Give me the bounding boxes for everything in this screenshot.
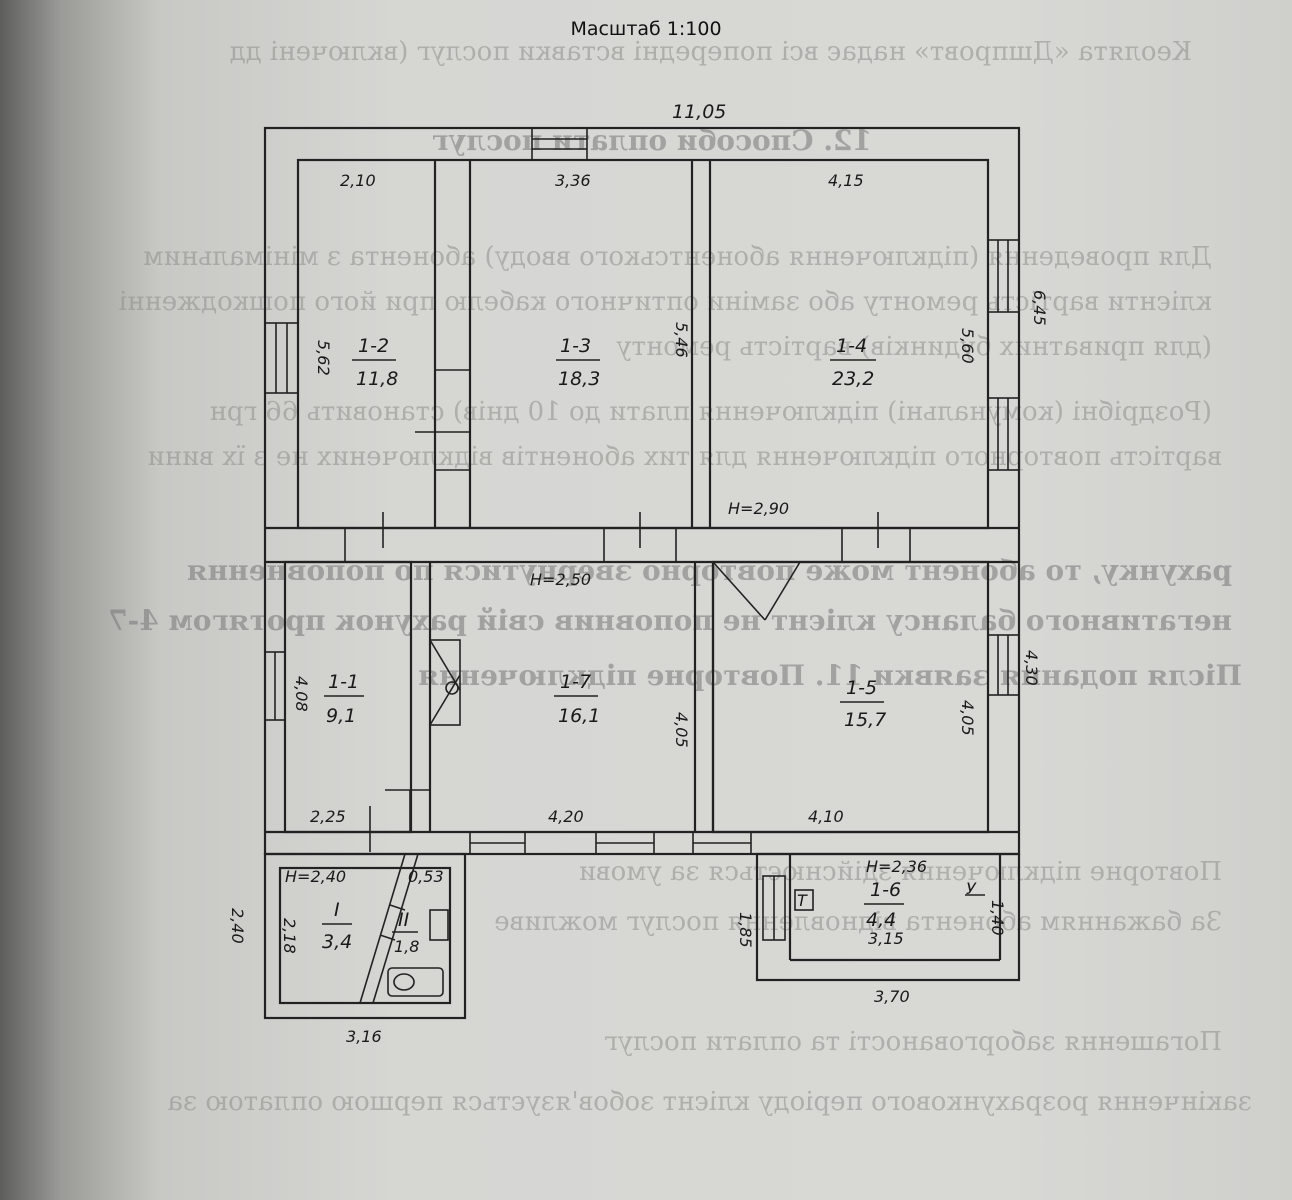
room-area: 1,8 — [394, 937, 419, 956]
room-id: 1-6 — [870, 879, 901, 901]
room-area: 11,8 — [356, 368, 398, 390]
bleed-line: клієнти вартість ремонту або заміни опти… — [119, 287, 1212, 317]
dim-height-annex-right: H=2,36 — [866, 857, 927, 876]
room-area: 15,7 — [844, 709, 886, 731]
bleed-line: Після подання заявки 11. Повторне підклю… — [418, 659, 1242, 692]
bleed-line: (для приватних будинків) вартість ремонт… — [616, 332, 1212, 362]
bleed-line: Для проведення (підключення абонентськог… — [143, 242, 1212, 272]
dim-annex-right-bottom: 3,70 — [874, 987, 910, 1006]
dim-right-room4: 5,60 — [958, 328, 977, 364]
room-area: 23,2 — [832, 368, 874, 390]
dim-top-room2: 2,10 — [340, 171, 376, 190]
dim-bottom-room7: 4,20 — [548, 807, 584, 826]
bleed-line: 12. Способи оплати послуг — [431, 124, 872, 157]
annex-left — [263, 852, 467, 1020]
dim-left-room3: 5,46 — [672, 322, 691, 358]
bleed-line: За бажанням абонента відновлення послуг … — [494, 907, 1222, 937]
dim-annex-right-height: 1,40 — [988, 900, 1007, 936]
interior-walls-middle — [265, 526, 1019, 834]
door-openings — [344, 512, 911, 852]
room-id: 1-4 — [836, 335, 867, 357]
dim-annex-bottom: 3,16 — [346, 1027, 382, 1046]
room-area: 16,1 — [558, 705, 600, 727]
bleed-line: негативного балансу клієнт не поповнив с… — [108, 604, 1232, 637]
toilet-mark: Т — [797, 891, 808, 910]
dim-bottom-room5: 4,10 — [808, 807, 844, 826]
dim-left-room7: 4,05 — [672, 712, 691, 748]
bleed-line: закінчення розрахункового періоду клієнт… — [168, 1087, 1252, 1117]
dim-right-room5: 4,30 — [1022, 650, 1041, 686]
scale-title: Масштаб 1:100 — [570, 18, 722, 40]
dim-annex-right-inner: 3,15 — [868, 929, 904, 948]
annex-right — [755, 852, 1021, 982]
room-id: 1-5 — [846, 677, 877, 699]
dim-bottom-room1: 2,25 — [310, 807, 346, 826]
room-id: I — [334, 899, 340, 921]
room-area: 9,1 — [326, 705, 356, 727]
windows — [264, 127, 1020, 941]
dim-height-top: H=2,90 — [728, 499, 789, 518]
dim-overall-depth: 6,45 — [1030, 290, 1049, 326]
bleed-line: Кеолята «Дшпровт» надає всі попередні вс… — [230, 37, 1192, 67]
boiler-mark: У — [966, 879, 977, 898]
dim-annex-small: 0,53 — [408, 867, 444, 886]
room-id: II — [398, 909, 410, 931]
dim-annex-right-left: 1,85 — [736, 912, 755, 948]
dim-left-room2: 5,62 — [314, 340, 333, 376]
room-labels: 1-2 11,8 1-3 18,3 1-4 23,2 1-1 9,1 1-7 1… — [322, 335, 977, 956]
dim-left-room1: 4,08 — [292, 676, 311, 712]
dim-overall-width: 11,05 — [672, 101, 726, 123]
bleed-line: Повторне підключення здійснюється за умо… — [579, 857, 1222, 887]
room-area: 18,3 — [558, 368, 600, 390]
dim-annex-left-inner: 2,18 — [280, 918, 299, 954]
outer-walls — [263, 126, 1021, 856]
dim-height-annex-left: H=2,40 — [285, 867, 346, 886]
dimension-labels: 11,05 2,10 3,36 4,15 5,62 5,46 5,60 6,45… — [228, 101, 1049, 1046]
room-area: 4,4 — [866, 909, 896, 931]
bleed-line: Погашення заборгованості та оплати послу… — [604, 1027, 1222, 1057]
room-id: 1-3 — [560, 335, 591, 357]
dim-height-mid: H=2,50 — [530, 570, 591, 589]
room-area: 3,4 — [322, 931, 352, 953]
bleed-line: рахунку, то абонент може повторно зверну… — [187, 554, 1232, 587]
dim-left-room5: 4,05 — [958, 700, 977, 736]
room-id: 1-1 — [328, 671, 359, 693]
dim-top-room3: 3,36 — [555, 171, 591, 190]
room-id: 1-7 — [560, 671, 591, 693]
room-id: 1-2 — [358, 335, 389, 357]
stove-fixture — [429, 561, 801, 726]
dim-top-room4: 4,15 — [828, 171, 864, 190]
dim-annex-left-outer: 2,40 — [228, 908, 247, 944]
interior-partitions-top — [415, 160, 712, 528]
bleed-line: вартість повторного підключення для тих … — [147, 442, 1222, 472]
